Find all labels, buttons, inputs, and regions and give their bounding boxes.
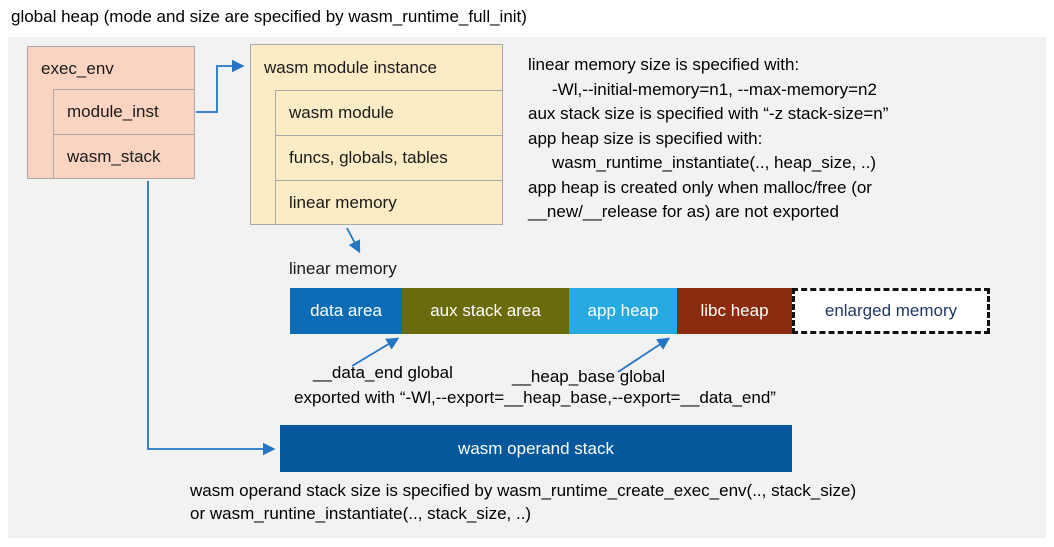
data-end-global-label: __data_end global	[313, 363, 453, 382]
module-instance-box: wasm module instance wasm module funcs, …	[250, 44, 503, 225]
diagram-title: global heap (mode and size are specified…	[11, 7, 527, 26]
notes-right: linear memory size is specified with: -W…	[528, 53, 1048, 225]
segment-data-area: data area	[290, 288, 402, 334]
note-line: app heap is created only when malloc/fre…	[528, 177, 872, 197]
exec-env-field-wasm-stack: wasm_stack	[53, 134, 195, 179]
segment-aux-stack-area: aux stack area	[402, 288, 569, 334]
note-line: aux stack size is specified with “-z sta…	[528, 104, 889, 123]
module-instance-header: wasm module instance	[264, 58, 437, 77]
note-line: wasm_runtime_instantiate(.., heap_size, …	[552, 153, 877, 172]
module-instance-field-funcs-globals-tables: funcs, globals, tables	[275, 135, 503, 181]
note-line: wasm operand stack size is specified by …	[190, 481, 857, 500]
module-instance-field-linear-memory: linear memory	[275, 180, 503, 225]
note-line: -Wl,--initial-memory=n1, --max-memory=n2	[552, 79, 877, 99]
note-line: app heap size is specified with:	[528, 128, 763, 148]
segment-app-heap: app heap	[569, 288, 677, 334]
note-line: linear memory size is specified with:	[528, 55, 800, 74]
exec-env-field-module-inst: module_inst	[53, 89, 195, 135]
note-line: __new/__release for as) are not exported	[528, 202, 839, 221]
segment-enlarged-memory: enlarged memory	[792, 288, 990, 334]
exported-with-label: exported with “-Wl,--export=__heap_base,…	[294, 388, 776, 407]
notes-bottom: wasm operand stack size is specified by …	[190, 479, 856, 525]
exec-env-box: exec_env module_inst wasm_stack	[27, 46, 195, 179]
segment-libc-heap: libc heap	[677, 288, 792, 334]
wasm-operand-stack-bar: wasm operand stack	[280, 425, 792, 472]
module-instance-field-wasm-module: wasm module	[275, 90, 503, 136]
exec-env-header: exec_env	[41, 58, 114, 78]
note-line: or wasm_runtine_instantiate(.., stack_si…	[190, 504, 532, 523]
linear-memory-label: linear memory	[289, 259, 397, 278]
heap-base-global-label: __heap_base global	[512, 367, 666, 386]
